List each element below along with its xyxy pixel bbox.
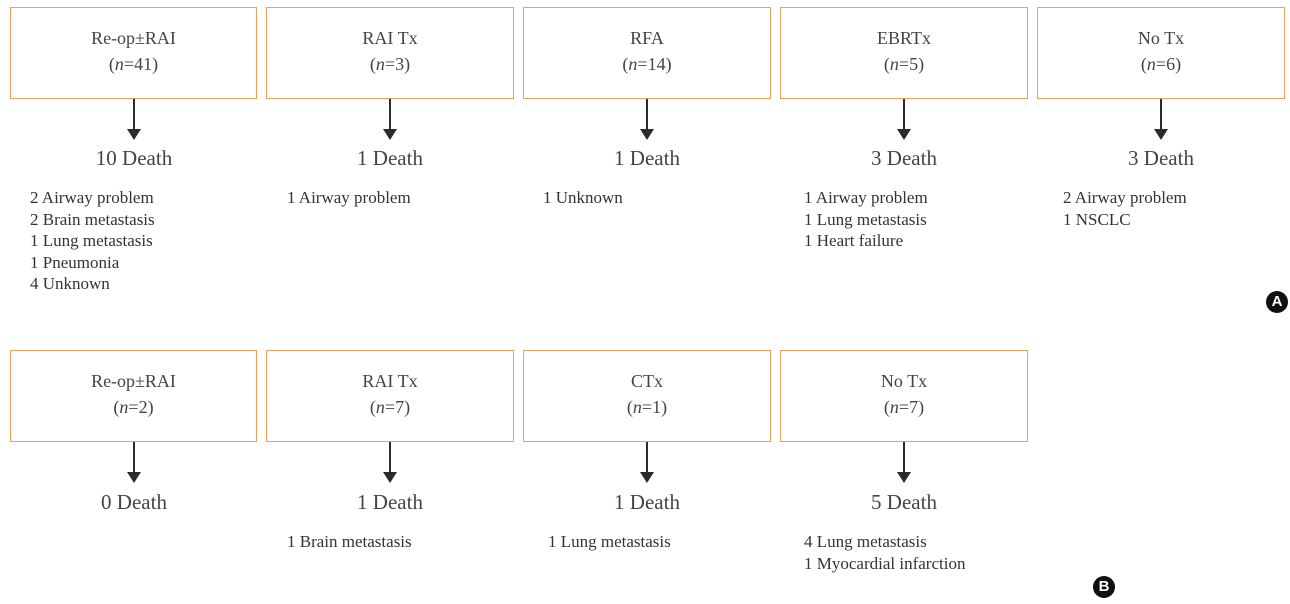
down-arrow-icon (640, 99, 654, 140)
cause-list: 2 Airway problem 2 Brain metastasis 1 Lu… (30, 187, 155, 295)
panel-label-a: A (1266, 291, 1288, 313)
cause-item: 1 Airway problem (804, 188, 928, 207)
down-arrow-icon (383, 442, 397, 483)
cause-list: 1 Airway problem (287, 187, 411, 209)
cause-list: 1 Brain metastasis (287, 531, 412, 553)
treatment-count: (n=5) (883, 54, 925, 74)
death-count: 1 Death (614, 490, 680, 514)
cause-item: 1 Lung metastasis (548, 532, 671, 551)
death-count: 1 Death (357, 490, 423, 514)
cause-item: 1 Pneumonia (30, 252, 120, 272)
treatment-name: CTx (630, 371, 663, 391)
death-count: 1 Death (614, 146, 680, 170)
down-arrow-icon (897, 99, 911, 140)
cause-item: 2 Airway problem (1063, 188, 1187, 207)
cause-item: 1 NSCLC (1063, 209, 1131, 229)
treatment-count: (n=14) (622, 54, 672, 74)
treatment-name: Re-op±RAI (91, 28, 176, 48)
down-arrow-icon (127, 442, 141, 483)
cause-item: 1 Lung metastasis (804, 209, 927, 229)
cause-item: 2 Brain metastasis (30, 209, 155, 229)
down-arrow-icon (897, 442, 911, 483)
treatment-name: No Tx (880, 371, 928, 391)
cause-list: 1 Unknown (543, 187, 623, 209)
death-count: 1 Death (357, 146, 423, 170)
treatment-name: RFA (630, 28, 664, 48)
treatment-name: RAI Tx (362, 28, 418, 48)
panel-label-b: B (1093, 576, 1115, 598)
cause-item: 1 Brain metastasis (287, 532, 412, 551)
death-count: 3 Death (1128, 146, 1194, 170)
death-count: 10 Death (95, 146, 173, 170)
cause-item: 4 Unknown (30, 274, 110, 293)
cause-item: 2 Airway problem (30, 188, 154, 207)
treatment-box-reop-rai: Re-op±RAI (n=2) (10, 350, 257, 442)
treatment-count: (n=7) (883, 397, 925, 417)
cause-list: 2 Airway problem 1 NSCLC (1063, 187, 1187, 230)
treatment-box-rai-tx: RAI Tx (n=3) (266, 7, 514, 99)
death-count: 0 Death (101, 490, 167, 514)
down-arrow-icon (1154, 99, 1168, 140)
treatment-box-ctx: CTx (n=1) (523, 350, 771, 442)
treatment-count: (n=7) (369, 397, 411, 417)
cause-list: 1 Airway problem 1 Lung metastasis 1 Hea… (804, 187, 928, 252)
treatment-name: Re-op±RAI (91, 371, 176, 391)
cause-item: 4 Lung metastasis (804, 532, 927, 551)
treatment-count: (n=2) (113, 397, 154, 417)
cause-list: 1 Lung metastasis (548, 531, 671, 553)
treatment-count: (n=3) (369, 54, 411, 74)
down-arrow-icon (127, 99, 141, 140)
death-count: 3 Death (871, 146, 937, 170)
treatment-name: EBRTx (877, 28, 931, 48)
cause-list: 4 Lung metastasis 1 Myocardial infarctio… (804, 531, 965, 574)
cause-item: 1 Unknown (543, 188, 623, 207)
treatment-name: No Tx (1137, 28, 1185, 48)
down-arrow-icon (640, 442, 654, 483)
treatment-count: (n=1) (626, 397, 668, 417)
cause-item: 1 Myocardial infarction (804, 553, 966, 573)
cause-item: 1 Heart failure (804, 231, 904, 250)
down-arrow-icon (383, 99, 397, 140)
treatment-box-rai-tx: RAI Tx (n=7) (266, 350, 514, 442)
treatment-box-ebrtx: EBRTx (n=5) (780, 7, 1028, 99)
treatment-count: (n=41) (108, 54, 159, 74)
treatment-box-rfa: RFA (n=14) (523, 7, 771, 99)
treatment-box-no-tx: No Tx (n=6) (1037, 7, 1285, 99)
treatment-box-no-tx: No Tx (n=7) (780, 350, 1028, 442)
treatment-box-reop-rai: Re-op±RAI (n=41) (10, 7, 257, 99)
death-count: 5 Death (871, 490, 937, 514)
treatment-name: RAI Tx (362, 371, 418, 391)
cause-item: 1 Airway problem (287, 188, 411, 207)
treatment-count: (n=6) (1140, 54, 1182, 74)
cause-item: 1 Lung metastasis (30, 231, 153, 250)
